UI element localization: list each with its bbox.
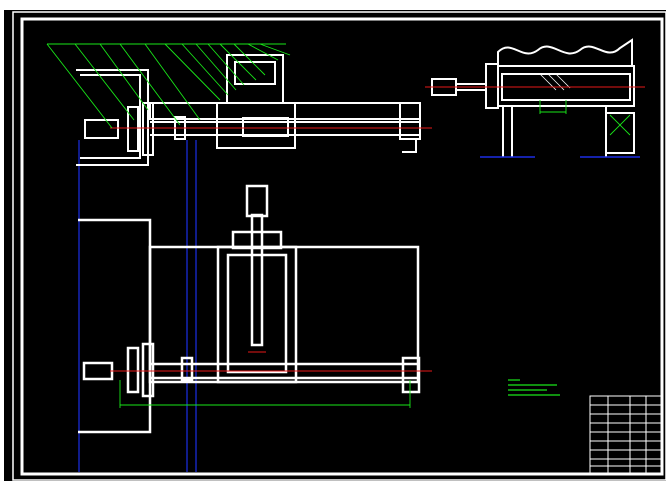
handle-block bbox=[84, 119, 119, 139]
nut-block bbox=[242, 117, 289, 137]
leader-13 bbox=[259, 43, 291, 56]
leader-2 bbox=[74, 43, 135, 121]
motor-core bbox=[234, 61, 276, 85]
plan-end-bracket bbox=[401, 356, 421, 394]
plan-frame-left-bottom bbox=[78, 410, 152, 434]
hatch-c bbox=[555, 73, 571, 89]
leader-12 bbox=[247, 43, 279, 61]
plan-collar bbox=[231, 230, 283, 250]
notes-block bbox=[508, 379, 560, 396]
side-dimensions bbox=[539, 100, 631, 136]
title-block-frame bbox=[589, 395, 663, 475]
title-block bbox=[589, 395, 663, 475]
plan-bearing bbox=[180, 356, 194, 382]
housing-left-outline bbox=[76, 69, 149, 166]
plan-flange-left bbox=[126, 346, 140, 394]
flange-plate-right bbox=[142, 102, 154, 156]
leader-9 bbox=[207, 43, 245, 86]
leader-7 bbox=[181, 43, 229, 96]
plan-carriage-inner bbox=[226, 253, 288, 374]
end-flange bbox=[402, 138, 417, 153]
top-view-left bbox=[76, 54, 421, 166]
leader-1 bbox=[46, 43, 113, 129]
plan-dimension bbox=[119, 380, 411, 408]
plan-flange-right bbox=[141, 342, 155, 398]
outer-frame bbox=[12, 11, 667, 481]
inner-frame bbox=[20, 17, 664, 476]
leader-lines bbox=[46, 43, 291, 129]
leader-8 bbox=[195, 43, 237, 91]
side-bracket-diag-2 bbox=[609, 114, 631, 136]
side-broken-section bbox=[497, 38, 633, 67]
plan-view bbox=[78, 184, 421, 434]
flange-plate-left bbox=[127, 106, 139, 152]
notes-placeholder-strokes bbox=[508, 379, 560, 396]
side-bracket bbox=[605, 112, 635, 154]
leader-6 bbox=[164, 43, 221, 101]
leader-10 bbox=[219, 43, 257, 81]
drawing-background bbox=[4, 10, 666, 481]
leader-5 bbox=[144, 43, 201, 121]
leader-3 bbox=[99, 43, 149, 111]
leader-11 bbox=[233, 43, 266, 76]
plan-spindle bbox=[250, 213, 264, 347]
housing-left-inner bbox=[80, 74, 141, 159]
leader-4 bbox=[119, 43, 181, 126]
vertical-centerlines bbox=[78, 140, 197, 472]
